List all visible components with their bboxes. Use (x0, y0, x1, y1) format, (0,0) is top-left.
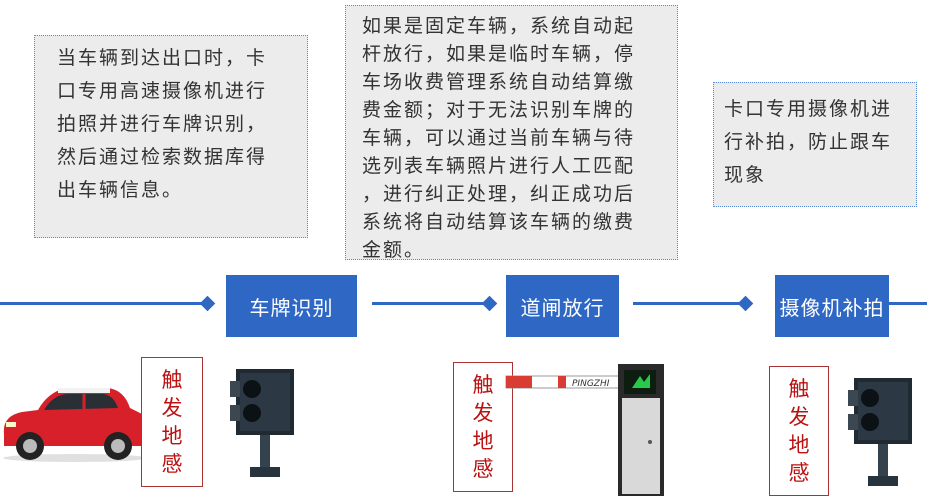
barrier-gate-icon: PINGZHI (500, 362, 670, 498)
sensor-char: 发 (473, 399, 494, 427)
stage-camera-recapture: 摄像机补拍 (775, 275, 889, 337)
sensor-char: 地 (473, 427, 494, 455)
note-recapture: 卡口专用摄像机进 行补拍，防止跟车 现象 (713, 82, 917, 207)
flow-diamond-2 (482, 296, 498, 312)
flow-line-3 (633, 302, 743, 305)
recapture-camera-icon (848, 376, 918, 488)
sensor-char: 触 (162, 366, 183, 394)
stage-barrier-release: 道闸放行 (506, 275, 619, 337)
sensor-char: 触 (473, 371, 494, 399)
barrier-brand: PINGZHI (572, 379, 610, 389)
sensor-char: 触 (789, 375, 810, 403)
stage-plate-recognition: 车牌识别 (226, 275, 357, 337)
sensor-char: 发 (789, 403, 810, 431)
sensor-char: 地 (162, 422, 183, 450)
flow-line-1 (0, 302, 205, 305)
ground-sensor-3: 触 发 地 感 (769, 366, 829, 496)
note-entry: 当车辆到达出口时，卡 口专用高速摄像机进行 拍照并进行车牌识别， 然后通过检索数… (34, 35, 308, 238)
sensor-char: 感 (789, 459, 810, 487)
car-icon (0, 372, 150, 464)
flow-diamond-3 (738, 296, 754, 312)
sensor-char: 感 (473, 455, 494, 483)
sensor-char: 地 (789, 431, 810, 459)
flow-diamond-1 (200, 296, 216, 312)
note-gate: 如果是固定车辆，系统自动起 杆放行，如果是临时车辆，停 车场收费管理系统自动结算… (345, 5, 678, 260)
sensor-char: 发 (162, 394, 183, 422)
ground-sensor-1: 触 发 地 感 (141, 357, 203, 487)
flow-line-4 (889, 302, 927, 305)
plate-camera-icon (230, 367, 300, 479)
sensor-char: 感 (162, 450, 183, 478)
flow-line-2 (372, 302, 488, 305)
